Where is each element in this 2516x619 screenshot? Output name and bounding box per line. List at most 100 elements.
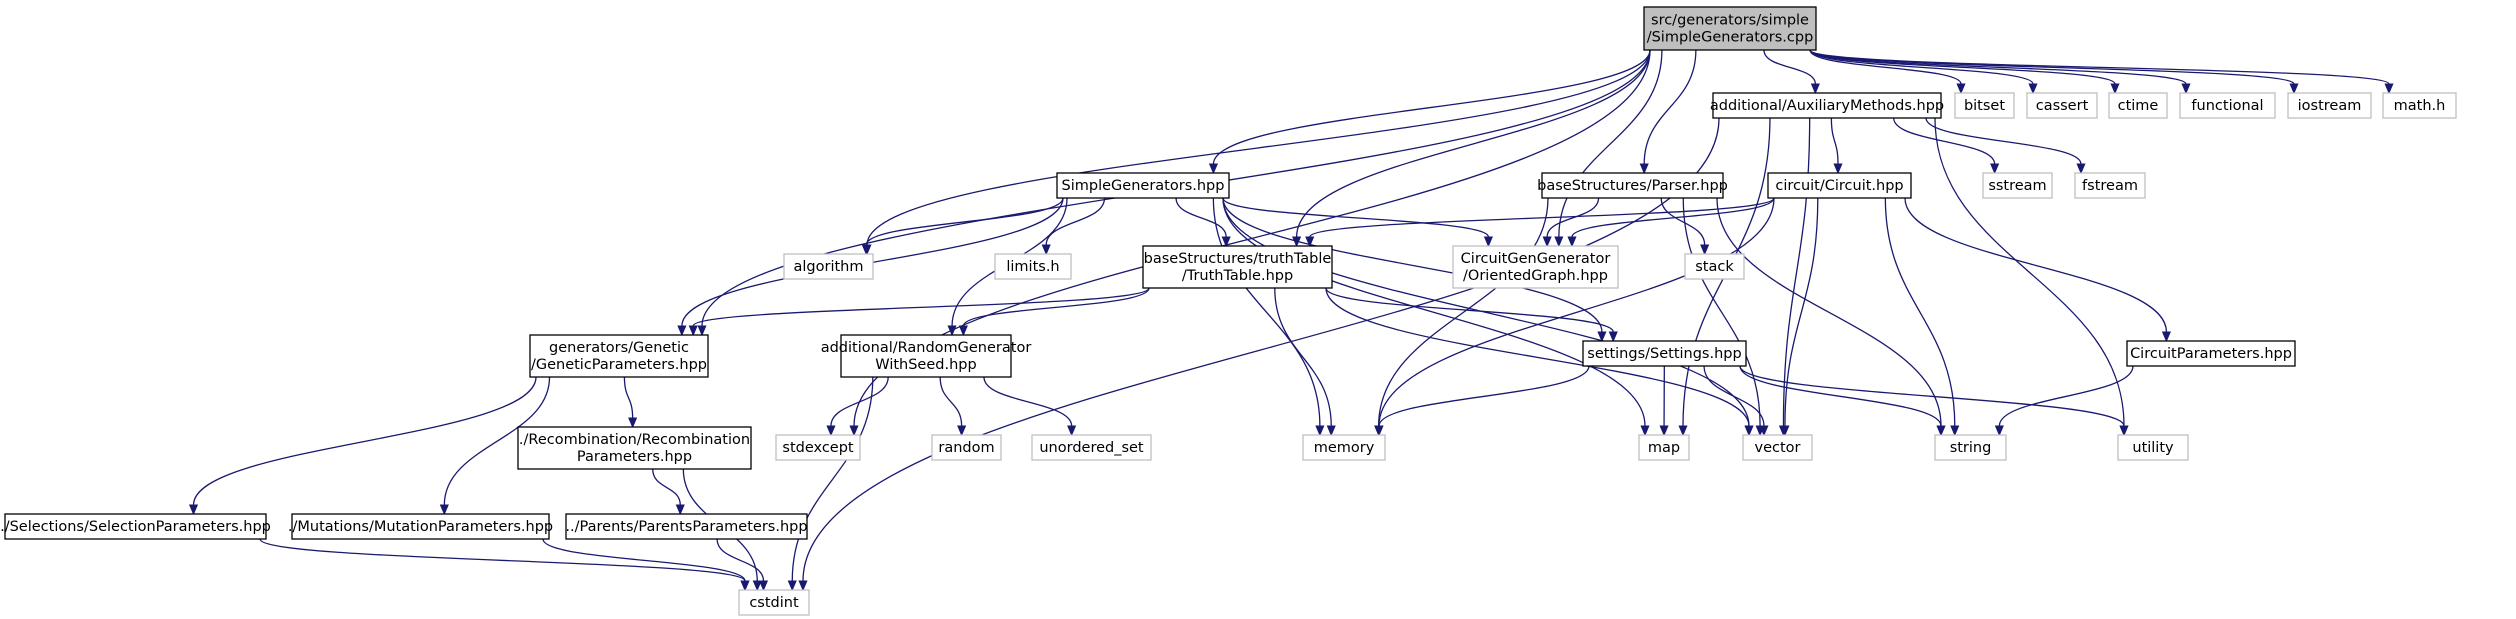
- edge-root-to-algorithm: [866, 49, 1651, 246]
- node-truth[interactable]: baseStructures/truthTable/TruthTable.hpp: [1142, 245, 1333, 289]
- node-functional: functional: [2179, 92, 2276, 119]
- edge-settings-to-memory: [1378, 365, 1590, 427]
- edge-simplegen-to-algorithm: [865, 197, 1064, 246]
- node-simplegen[interactable]: SimpleGenerators.hpp: [1056, 172, 1230, 199]
- node-parents[interactable]: ../Parents/ParentsParameters.hpp: [565, 513, 808, 540]
- edge-genetic-to-mutation: [443, 376, 551, 506]
- node-circuit[interactable]: circuit/Circuit.hpp: [1767, 172, 1912, 199]
- node-ctime: ctime: [2108, 92, 2168, 119]
- edge-arrowhead-simplegen-to-map: [1640, 425, 1650, 437]
- node-label-functional-0: functional: [2191, 98, 2263, 114]
- node-sstream: sstream: [1982, 172, 2053, 199]
- edge-circuit-to-memory: [1378, 197, 1775, 427]
- edge-settings-to-vector: [1703, 365, 1765, 427]
- node-randomlib: random: [931, 434, 1002, 461]
- edge-circuit-to-vector: [1784, 197, 1819, 427]
- edge-arrowhead-circuit-to-oriented: [1567, 236, 1577, 248]
- edge-simplegen-to-oriented: [1222, 197, 1490, 238]
- node-box-mathh: [2382, 92, 2457, 119]
- node-box-string: [1934, 434, 2007, 461]
- node-settings[interactable]: settings/Settings.hpp: [1582, 340, 1747, 367]
- edge-aux-to-utility: [1934, 117, 2125, 427]
- edge-root-to-truth: [1295, 49, 1651, 238]
- node-stack: stack: [1684, 253, 1745, 280]
- edge-arrowhead-mutation-to-cstdint: [740, 580, 750, 592]
- node-box-limits: [994, 253, 1072, 280]
- edge-arrowhead-simplegen-to-settings: [1597, 331, 1607, 343]
- edge-mutation-to-cstdint: [542, 538, 746, 582]
- node-label-root-0: src/generators/simple: [1651, 13, 1809, 29]
- edge-arrowhead-root-to-functional: [2181, 83, 2191, 95]
- node-box-stdexcept: [775, 434, 861, 461]
- edge-root-to-aux: [1763, 49, 1817, 85]
- edge-arrowhead-root-to-bitset: [1956, 83, 1966, 95]
- node-label-mutation-0: ./Mutations/MutationParameters.hpp: [288, 519, 553, 535]
- edge-truth-to-settings: [1325, 287, 1614, 333]
- edge-parser-to-vector: [1682, 197, 1761, 427]
- node-genetic[interactable]: generators/Genetic/GeneticParameters.hpp: [529, 334, 709, 378]
- edge-parents-to-cstdint: [716, 538, 765, 582]
- node-label-circuit-0: circuit/Circuit.hpp: [1775, 178, 1903, 194]
- edge-arrowhead-truth-to-vector: [1744, 425, 1754, 437]
- node-label-ctime-0: ctime: [2118, 98, 2159, 114]
- node-label-oriented-0: CircuitGenGenerator: [1461, 251, 1611, 267]
- node-label-fstream-0: fstream: [2082, 178, 2138, 194]
- edge-aux-to-fstream: [1925, 117, 2082, 165]
- edge-arrowhead-circuit-to-string: [1950, 425, 1960, 437]
- node-parser[interactable]: baseStructures/Parser.hpp: [1537, 172, 1728, 199]
- node-box-ctime: [2108, 92, 2168, 119]
- node-label-memory-0: memory: [1314, 440, 1375, 456]
- edge-aux-to-vector: [1782, 117, 1811, 427]
- node-label-sstream-0: sstream: [1988, 178, 2046, 194]
- node-label-unordered-0: unordered_set: [1039, 440, 1144, 456]
- edge-arrowhead-random-to-cstdint: [787, 580, 797, 592]
- edge-circuit-to-oriented: [1571, 197, 1775, 238]
- node-label-parents-0: ../Parents/ParentsParameters.hpp: [565, 519, 807, 535]
- node-label-truth-1: /TruthTable.hpp: [1182, 268, 1293, 284]
- node-cassert: cassert: [2026, 92, 2098, 119]
- edge-arrowhead-random-to-randomlib: [957, 425, 967, 437]
- edge-arrowhead-root-to-aux: [1810, 83, 1820, 95]
- edge-circuit-to-truth: [1309, 197, 1775, 238]
- node-mutation[interactable]: ./Mutations/MutationParameters.hpp: [288, 513, 553, 540]
- node-algorithm: algorithm: [783, 253, 874, 280]
- node-map: map: [1638, 434, 1690, 461]
- edge-arrowhead-circuit-to-truth: [1305, 236, 1315, 248]
- node-label-utility-0: utility: [2132, 440, 2174, 456]
- node-box-truth: [1142, 245, 1333, 289]
- edge-circparams-to-string: [1998, 365, 2134, 427]
- node-label-root-1: /SimpleGenerators.cpp: [1647, 30, 1814, 46]
- edge-circuit-to-string: [1884, 197, 1956, 427]
- node-box-simplegen: [1056, 172, 1230, 199]
- edge-arrowhead-simplegen-to-limits: [1041, 244, 1051, 256]
- node-label-recomb-1: Parameters.hpp: [577, 449, 692, 465]
- node-aux[interactable]: additional/AuxiliaryMethods.hpp: [1710, 92, 1944, 119]
- node-label-stack-0: stack: [1695, 259, 1734, 275]
- node-label-string-0: string: [1950, 440, 1992, 456]
- edge-arrowhead-simplegen-to-random: [947, 325, 957, 337]
- edge-recomb-to-parents: [652, 468, 681, 506]
- node-selection[interactable]: ./Selections/SelectionParameters.hpp: [0, 513, 271, 540]
- edge-arrowhead-truth-to-settings: [1608, 331, 1618, 343]
- node-mathh: math.h: [2382, 92, 2457, 119]
- edge-arrowhead-root-to-stdexcept: [849, 425, 859, 437]
- edge-simplegen-to-settings: [1222, 197, 1603, 333]
- node-recomb[interactable]: ./Recombination/RecombinationParameters.…: [517, 426, 752, 470]
- edge-arrowhead-parser-to-oriented: [1542, 236, 1552, 248]
- edge-settings-to-string: [1739, 365, 1942, 427]
- node-circparams[interactable]: CircuitParameters.hpp: [2126, 340, 2296, 367]
- node-label-iostream-0: iostream: [2298, 98, 2362, 114]
- edge-truth-to-vector: [1325, 287, 1750, 427]
- node-box-memory: [1302, 434, 1386, 461]
- node-label-cstdint-0: cstdint: [749, 595, 799, 611]
- edge-arrowhead-simplegen-to-algorithm: [861, 244, 871, 256]
- node-box-bitset: [1954, 92, 2015, 119]
- node-label-simplegen-0: SimpleGenerators.hpp: [1062, 178, 1225, 194]
- node-label-map-0: map: [1648, 440, 1680, 456]
- node-box-algorithm: [783, 253, 874, 280]
- edge-arrowhead-settings-to-map: [1659, 425, 1669, 437]
- node-box-stack: [1684, 253, 1745, 280]
- edge-arrowhead-circuit-to-circparams: [2161, 331, 2171, 343]
